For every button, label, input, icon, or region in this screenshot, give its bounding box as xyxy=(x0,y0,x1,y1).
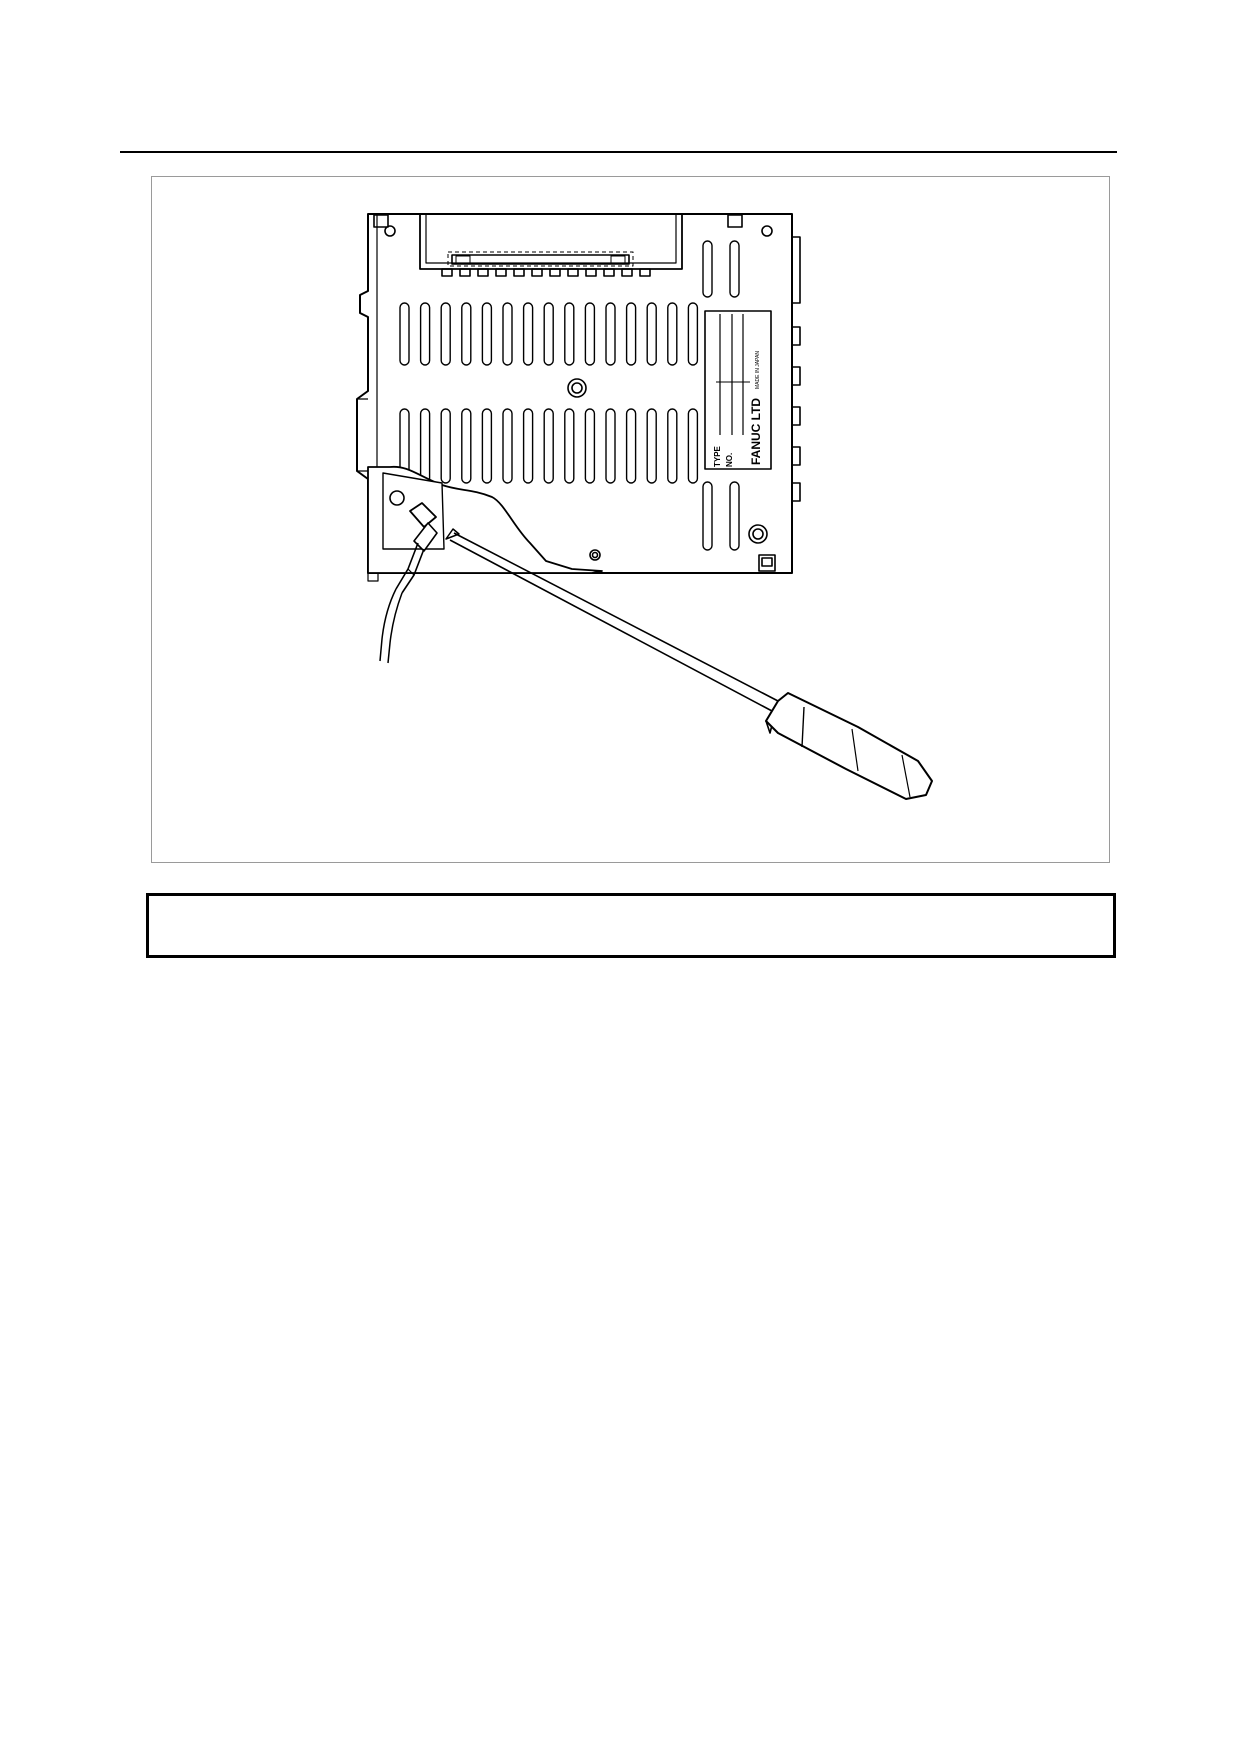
vent-slot xyxy=(522,408,534,484)
nameplate-maker: FANUC LTD xyxy=(749,398,763,465)
vent-slot xyxy=(481,408,493,484)
nameplate-type-label: TYPE xyxy=(713,445,722,467)
vent-slot xyxy=(646,302,657,366)
nameplate-made-in: MADE IN JAPAN xyxy=(755,351,761,389)
header-rule xyxy=(120,151,1117,153)
vent-slot xyxy=(522,302,534,366)
vent-slot xyxy=(667,408,678,484)
vent-slot xyxy=(625,302,637,366)
vent-slot xyxy=(605,408,616,484)
figure-caption-box xyxy=(146,893,1116,958)
vent-slot xyxy=(502,408,513,484)
vent-slot xyxy=(419,302,431,366)
vent-slots-lower xyxy=(399,408,699,484)
vent-slot xyxy=(687,408,699,484)
top-connector xyxy=(419,214,683,277)
vent-slot xyxy=(625,408,637,484)
vent-slot xyxy=(419,408,431,484)
figure-frame: TYPE NO. FANUC LTD MADE IN JAPAN xyxy=(151,176,1110,863)
battery-connector xyxy=(379,502,438,664)
vent-slot xyxy=(687,302,699,366)
vent-slot xyxy=(584,408,596,484)
vent-slots-upper xyxy=(399,302,699,366)
cutaway-region xyxy=(367,465,603,582)
vent-slot xyxy=(440,408,451,484)
unit-body xyxy=(356,213,801,574)
vent-slot xyxy=(646,408,657,484)
vent-slot xyxy=(667,302,678,366)
vent-slot xyxy=(481,302,493,366)
vent-slot xyxy=(564,408,575,484)
vent-slot xyxy=(440,302,451,366)
nameplate: TYPE NO. FANUC LTD MADE IN JAPAN xyxy=(704,310,772,470)
nameplate-no-label: NO. xyxy=(725,453,734,467)
vent-slot xyxy=(564,302,575,366)
vent-slot xyxy=(543,302,554,366)
vent-slots-right xyxy=(702,240,740,551)
vent-slot xyxy=(461,408,472,484)
vent-slot xyxy=(399,302,410,366)
vent-slot xyxy=(502,302,513,366)
unit-illustration: TYPE NO. FANUC LTD MADE IN JAPAN xyxy=(356,213,933,800)
vent-slot xyxy=(584,302,596,366)
vent-slot xyxy=(543,408,554,484)
screwdriver xyxy=(445,528,933,800)
vent-slot xyxy=(461,302,472,366)
vent-slot xyxy=(605,302,616,366)
